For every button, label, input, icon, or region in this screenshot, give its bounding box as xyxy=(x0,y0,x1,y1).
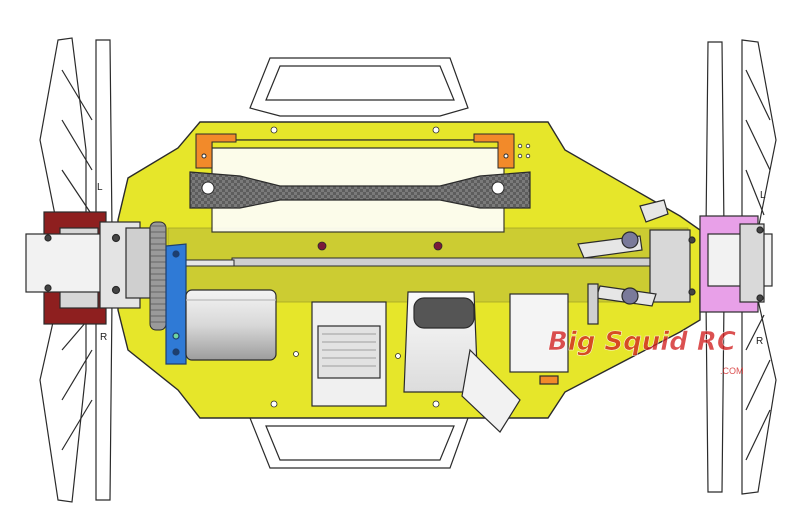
motor-mount xyxy=(165,243,187,365)
chassis-holes xyxy=(270,126,531,408)
center-driveshaft xyxy=(185,257,653,267)
right-arm-mark-r: R xyxy=(756,336,763,347)
rear-gearbox xyxy=(25,211,151,325)
servo xyxy=(509,293,569,385)
left-arm-mark-l: L xyxy=(97,182,103,193)
watermark-sub-text: .COM xyxy=(720,366,744,376)
front-bulkhead xyxy=(649,215,773,313)
motor xyxy=(185,289,277,361)
carbon-battery-strap xyxy=(189,171,531,209)
steering-linkage xyxy=(577,199,669,325)
esc xyxy=(311,301,387,407)
top-bumper xyxy=(249,57,469,117)
receiver-box xyxy=(403,291,521,433)
strap-clips xyxy=(201,181,505,195)
rear-suspension-arm: L R xyxy=(39,37,113,503)
watermark-logo: Big Squid RC .COM xyxy=(548,327,744,376)
watermark-main-text: Big Squid RC xyxy=(548,327,736,357)
spur-gear xyxy=(149,221,167,331)
battery-braces xyxy=(195,133,515,169)
right-arm-mark-l: L xyxy=(760,190,766,201)
left-arm-mark-r: R xyxy=(100,332,107,343)
